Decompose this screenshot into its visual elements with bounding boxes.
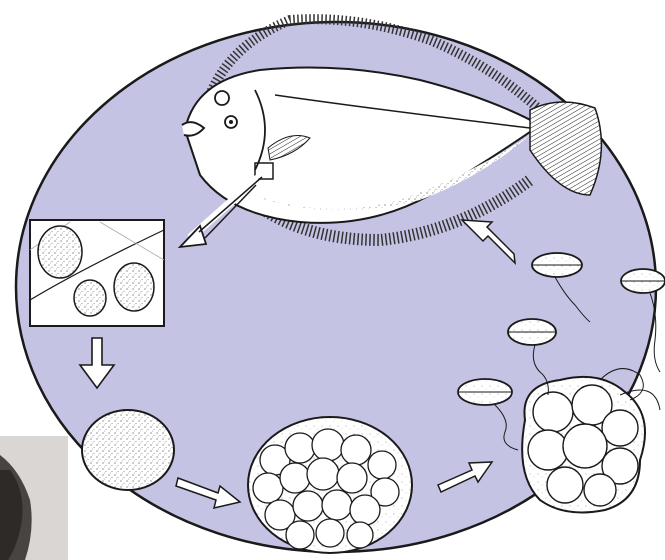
skin-parasites-inset [30, 220, 164, 326]
mature-cyst-releasing-swarmers [522, 369, 660, 513]
single-cyst [82, 410, 174, 490]
dividing-cyst [248, 417, 412, 553]
photo-fragment [0, 436, 68, 560]
